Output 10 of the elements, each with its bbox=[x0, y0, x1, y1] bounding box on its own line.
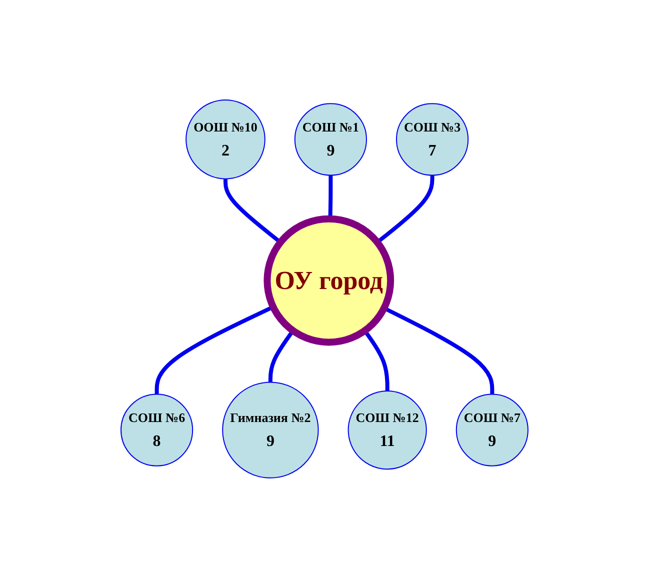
node-circle: ООШ №10 2 bbox=[186, 99, 266, 179]
node-circle: СОШ №6 8 bbox=[120, 393, 194, 466]
node-circle: СОШ №7 9 bbox=[456, 393, 528, 466]
node-circle: Гимназия №2 9 bbox=[222, 381, 319, 478]
connector bbox=[328, 174, 333, 218]
connector bbox=[224, 178, 282, 244]
node-circle: СОШ №3 7 bbox=[396, 102, 469, 176]
node-circle: ОУ город bbox=[264, 214, 394, 346]
node-circle: СОШ №12 11 bbox=[348, 390, 427, 470]
node-circle: СОШ №1 9 bbox=[294, 102, 367, 176]
